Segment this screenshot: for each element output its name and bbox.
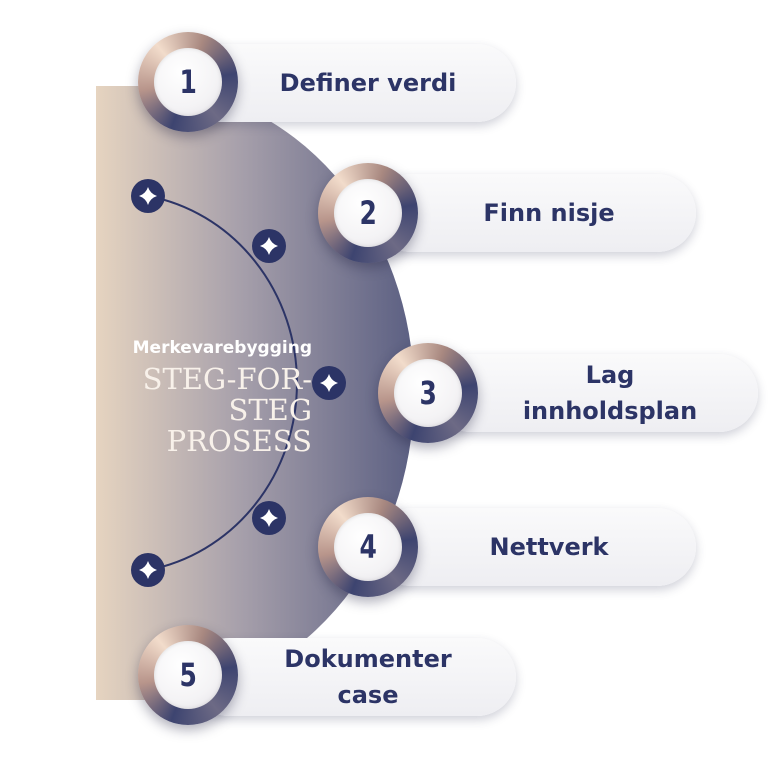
step-5-badge: 5 [138, 625, 238, 725]
step-4-number: 4 [359, 528, 377, 566]
center-title-line: STEG [228, 393, 312, 427]
step-arc [147, 195, 298, 571]
step-2-label: Finn nisje [483, 199, 615, 227]
sparkle-icon [131, 553, 165, 587]
step-5-label: Dokumenter case [284, 645, 452, 709]
step-4-pill: Nettverk [372, 508, 696, 586]
center-title-line: PROSESS [166, 424, 312, 458]
sparkle-icon [131, 179, 165, 213]
step-2-badge: 2 [318, 163, 418, 263]
step-1-number: 1 [179, 63, 197, 101]
step-1-badge: 1 [138, 32, 238, 132]
step-1-label: Definer verdi [279, 69, 457, 97]
step-3-pill: Lag innholdsplan [432, 354, 758, 432]
step-5-pill: Dokumenter case [190, 638, 516, 716]
sparkle-icon [252, 229, 286, 263]
center-title: STEG-FOR- STEG PROSESS [60, 364, 312, 457]
step-4-label: Nettverk [489, 533, 609, 561]
sparkle-icon [312, 366, 346, 400]
sparkle-icon [252, 501, 286, 535]
center-kicker: Merkevarebygging [132, 338, 312, 358]
step-5-number: 5 [179, 656, 197, 694]
step-2-pill: Finn nisje [372, 174, 696, 252]
step-3-label: Lag innholdsplan [522, 361, 698, 425]
step-3-number: 3 [419, 374, 437, 412]
center-title-line: STEG-FOR- [142, 362, 312, 396]
step-3-badge: 3 [378, 343, 478, 443]
step-4-badge: 4 [318, 497, 418, 597]
step-2-number: 2 [359, 194, 377, 232]
center-label: Merkevarebygging STEG-FOR- STEG PROSESS [60, 338, 312, 457]
